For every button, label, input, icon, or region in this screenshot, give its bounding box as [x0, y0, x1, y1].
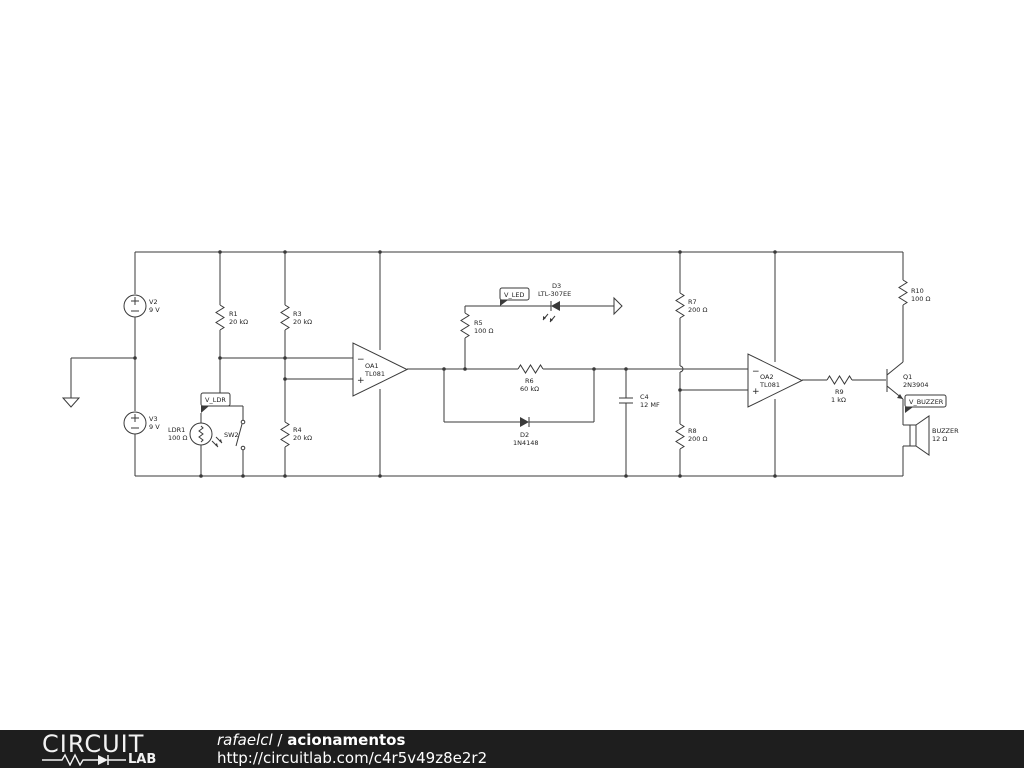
probe-v-buzzer: V_BUZZER	[904, 394, 947, 413]
logo-lab-text: LAB	[128, 752, 157, 767]
r10-value: 100 Ω	[911, 295, 930, 303]
led-d3: D3 LTL-307EE	[465, 282, 614, 323]
probe-v-ldr: V_LDR	[200, 392, 231, 413]
buzzer-name: BUZZER	[932, 427, 959, 435]
buzzer: BUZZER 12 Ω	[902, 399, 959, 476]
d3-name: D3	[552, 282, 561, 290]
ground-symbol	[61, 356, 137, 408]
probe-v-led: V_LED	[499, 287, 530, 306]
resistor-r3: R3 20 kΩ	[280, 250, 312, 422]
ldr1-name: LDR1	[168, 426, 185, 434]
circuit-title-line: rafaelcl / acionamentos	[217, 731, 487, 749]
oa2-minus: −	[752, 367, 760, 377]
c4-value: 12 MF	[640, 401, 660, 409]
opamp-oa2: − + OA2 TL081	[680, 250, 804, 478]
oa1-value: TL081	[364, 370, 385, 378]
transistor-q1: Q1 2N3904	[886, 361, 929, 400]
author-link[interactable]: rafaelcl	[217, 731, 273, 749]
circuitlab-logo[interactable]: CIRCUIT LAB	[42, 732, 182, 766]
r4-value: 20 kΩ	[293, 434, 312, 442]
d2-name: D2	[520, 431, 529, 439]
resistor-r7: R7 200 Ω	[675, 250, 707, 424]
oa2-value: TL081	[759, 381, 780, 389]
r1-name: R1	[229, 310, 238, 318]
buzzer-value: 12 Ω	[932, 435, 947, 443]
r7-value: 200 Ω	[688, 306, 707, 314]
r9-value: 1 kΩ	[831, 396, 846, 404]
r8-name: R8	[688, 427, 697, 435]
d2-value: 1N4148	[513, 439, 539, 447]
r10-name: R10	[911, 287, 924, 295]
switch-sw2: SW2	[220, 405, 246, 478]
resistor-r5: R5 100 Ω	[460, 306, 493, 371]
v2-name: V2	[149, 298, 158, 306]
resistor-r8: R8 200 Ω	[675, 423, 707, 478]
diode-d2: D2 1N4148	[443, 369, 595, 447]
d3-value: LTL-307EE	[538, 290, 571, 298]
resistor-diode-logo-icon	[42, 753, 126, 766]
oa1-plus: +	[357, 376, 365, 386]
ldr1-value: 100 Ω	[168, 434, 187, 442]
circuit-schematic: V2 9 V V3 9 V R1 20 kΩ V_LDR	[61, 250, 959, 478]
resistor-r1: R1 20 kΩ	[215, 250, 248, 393]
v3-value: 9 V	[149, 423, 160, 431]
v-ldr-label: V_LDR	[205, 396, 226, 404]
oa2-name: OA2	[760, 373, 774, 381]
battery-v2: V2 9 V	[123, 252, 160, 411]
sw2-name: SW2	[224, 431, 239, 439]
battery-v3: V3 9 V	[123, 411, 160, 476]
resistor-r9: R9 1 kΩ	[802, 375, 886, 404]
r8-value: 200 Ω	[688, 435, 707, 443]
oa1-minus: −	[357, 355, 365, 365]
r4-name: R4	[293, 426, 302, 434]
r3-name: R3	[293, 310, 302, 318]
logo-circuit-text: CIRCUIT	[42, 730, 145, 758]
r6-value: 60 kΩ	[520, 385, 539, 393]
opamp-oa1: − + OA1 TL081	[352, 250, 409, 478]
v2-value: 9 V	[149, 306, 160, 314]
v3-name: V3	[149, 415, 158, 423]
r7-name: R7	[688, 298, 697, 306]
r5-name: R5	[474, 319, 483, 327]
v-buzzer-label: V_BUZZER	[909, 398, 944, 406]
circuit-url-link[interactable]: http://circuitlab.com/c4r5v49z8e2r2	[217, 749, 488, 767]
led-output-arrow	[613, 296, 623, 316]
circuit-title[interactable]: acionamentos	[287, 731, 406, 749]
oa2-plus: +	[752, 387, 760, 397]
ldr-ldr1: LDR1 100 Ω	[168, 413, 223, 478]
q1-value: 2N3904	[903, 381, 929, 389]
r3-value: 20 kΩ	[293, 318, 312, 326]
c4-name: C4	[640, 393, 649, 401]
v-led-label: V_LED	[504, 291, 524, 299]
r6-name: R6	[525, 377, 534, 385]
r1-value: 20 kΩ	[229, 318, 248, 326]
r9-name: R9	[835, 388, 844, 396]
capacitor-c4: C4 12 MF	[619, 369, 660, 478]
title-separator: /	[272, 731, 288, 749]
oa1-name: OA1	[365, 362, 379, 370]
q1-name: Q1	[903, 373, 912, 381]
circuit-info: rafaelcl / acionamentos http://circuitla…	[217, 731, 487, 767]
resistor-r10: R10 100 Ω	[898, 252, 930, 362]
footer-bar: CIRCUIT LAB rafaelcl / acionamentos http…	[0, 730, 1024, 768]
r5-value: 100 Ω	[474, 327, 493, 335]
resistor-r6: R6 60 kΩ	[442, 364, 680, 393]
resistor-r4: R4 20 kΩ	[280, 421, 312, 478]
